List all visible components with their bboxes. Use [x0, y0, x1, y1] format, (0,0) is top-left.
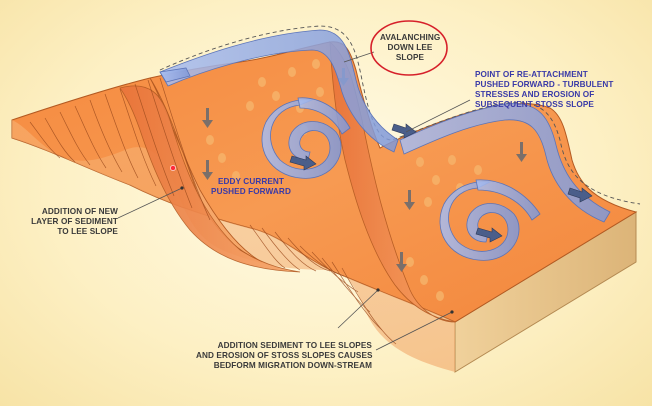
label-line: PUSHED FORWARD - TURBULENT [475, 80, 614, 89]
label-line: EDDY CURRENT [217, 177, 285, 186]
label-line: TO LEE SLOPE [57, 227, 118, 236]
inflow-ribbon [159, 67, 191, 83]
lee-laminae-2 [249, 224, 397, 345]
label-line: AVALANCHING [380, 33, 441, 42]
label-line: ADDITION OF NEW [41, 207, 118, 216]
label-addition-new-layer: ADDITION OF NEW LAYER OF SEDIMENT TO LEE… [30, 207, 118, 237]
arrow-right-icon [475, 227, 503, 243]
label-line: POINT OF RE-ATTACHMENT [475, 70, 588, 79]
arrow-down-icon [516, 142, 527, 162]
highlight-point [170, 165, 176, 171]
label-avalanching: AVALANCHING DOWN LEE SLOPE [380, 33, 440, 63]
label-line: SUBSEQUENT STOSS SLOPE [475, 100, 594, 109]
label-line: LAYER OF SEDIMENT [31, 217, 118, 226]
arrow-down-icon [396, 252, 407, 272]
leader-lines [117, 51, 471, 351]
label-line: ADDITION SEDIMENT TO LEE SLOPES [217, 341, 372, 350]
label-line: BEDFORM MIGRATION DOWN-STREAM [213, 361, 372, 370]
block-arrows [289, 123, 593, 243]
flow-ribbon-1 [159, 29, 399, 153]
label-line: AND EROSION OF STOSS SLOPES CAUSES [196, 351, 373, 360]
eddy-tail-1 [297, 97, 351, 135]
arrow-down-icon [404, 190, 415, 210]
eddy-tail-2 [475, 179, 541, 221]
arrow-right-icon [567, 187, 593, 203]
leader-dots [180, 186, 454, 314]
arrow-down-icon [202, 108, 213, 128]
label-line: SLOPE [395, 53, 425, 62]
highlight-ring [370, 20, 448, 76]
label-line: PUSHED FORWARD [211, 187, 291, 196]
flow-boundary-dashed [159, 25, 641, 205]
lee-laminae-1 [29, 77, 211, 221]
eddy-curl-2 [439, 181, 520, 261]
label-line: STRESSES AND EROSION OF [475, 90, 595, 99]
label-line: DOWN LEE [387, 43, 433, 52]
label-eddy: EDDY CURRENT PUSHED FORWARD [210, 177, 292, 197]
avalanche-arrows [202, 68, 527, 272]
arrow-right-icon [391, 123, 417, 139]
label-reattachment: POINT OF RE-ATTACHMENT PUSHED FORWARD - … [475, 70, 613, 110]
arrow-right-icon [289, 155, 317, 171]
flow-ribbon-2 [399, 103, 611, 223]
label-migration: ADDITION SEDIMENT TO LEE SLOPES AND EROS… [196, 341, 372, 371]
arrow-down-icon [202, 160, 213, 180]
